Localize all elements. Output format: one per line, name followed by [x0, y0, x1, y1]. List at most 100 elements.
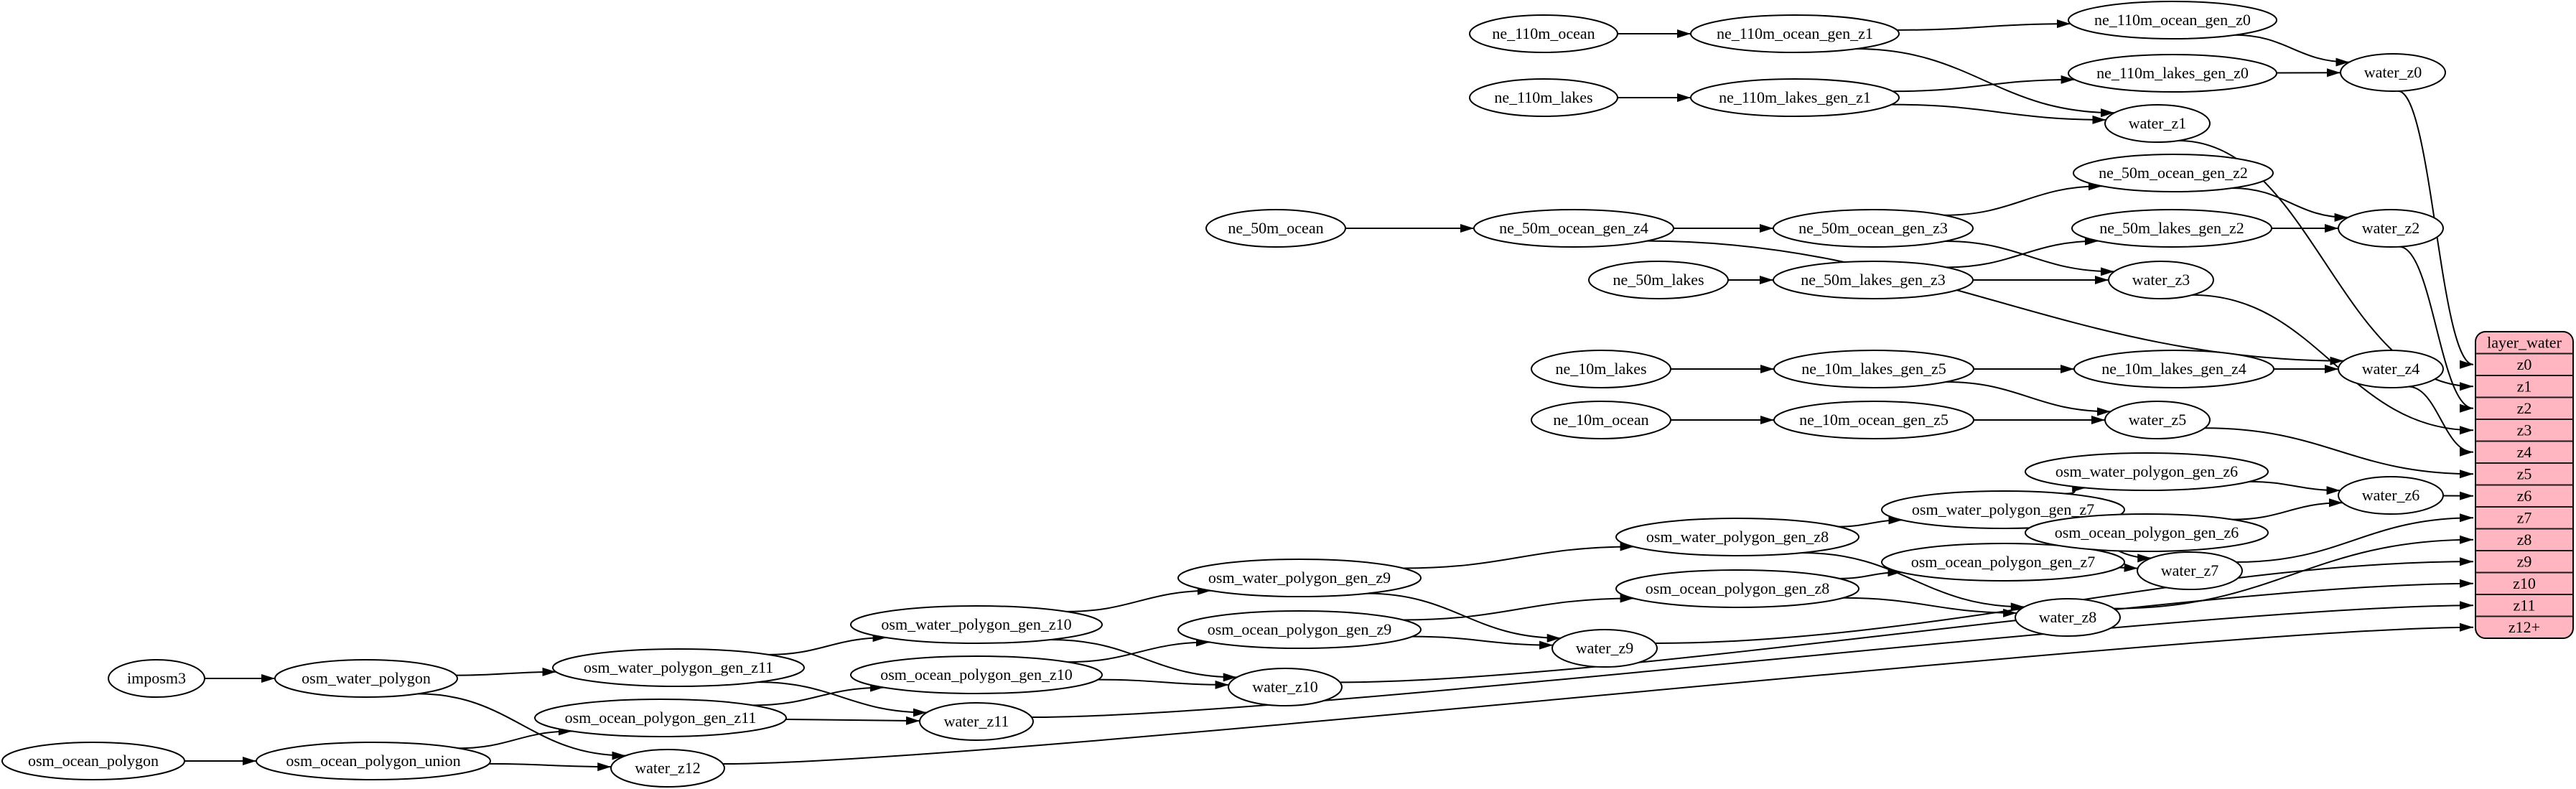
- layer-water-row-z10: z10: [2513, 574, 2536, 592]
- layer-water-table: layer_waterz0z1z2z3z4z5z6z7z8z9z10z11z12…: [2475, 331, 2574, 639]
- node-ne_10m_lakes_gen_z4: ne_10m_lakes_gen_z4: [2073, 350, 2274, 388]
- edge-osm_ocean_polygon_union-to-water_z12: [489, 762, 612, 772]
- node-label: ne_50m_ocean: [1228, 219, 1323, 237]
- edge-osm_water_polygon-to-water_z12: [417, 693, 626, 760]
- node-ellipse: [274, 659, 458, 698]
- edge-osm_ocean_polygon_gen_z9-to-water_z9: [1412, 635, 1554, 650]
- node-label: osm_ocean_polygon_gen_z7: [1911, 553, 2096, 571]
- edge-osm_water_polygon-to-osm_water_polygon_gen_z11: [456, 667, 556, 676]
- edge-osm_water_polygon_gen_z11-to-osm_water_polygon_gen_z10: [768, 633, 887, 655]
- node-label: water_z3: [2132, 271, 2190, 289]
- edge-osm_ocean_polygon_union-to-osm_ocean_polygon_gen_z11: [458, 727, 572, 750]
- node-ellipse: [2025, 513, 2269, 552]
- edge-ne_50m_ocean_gen_z3-to-ne_50m_ocean_gen_z2: [1944, 182, 2102, 216]
- layer-water-row-z1: z1: [2517, 377, 2532, 395]
- edge-osm_ocean_polygon_gen_z10-to-osm_ocean_polygon_gen_z9: [1068, 638, 1210, 663]
- edge-ne_50m_lakes_gen_z3-to-ne_50m_lakes_gen_z2: [1946, 236, 2099, 269]
- edge-water_z5-to-layer_water-z5: [2204, 427, 2474, 479]
- node-osm_water_polygon: osm_water_polygon: [274, 659, 458, 698]
- node-ellipse: [534, 699, 787, 737]
- node-ellipse: [552, 648, 805, 687]
- node-ellipse: [1473, 209, 1674, 248]
- node-label: osm_ocean_polygon_gen_z9: [1208, 620, 1392, 638]
- node-water_z3: water_z3: [2108, 261, 2214, 299]
- node-ellipse: [2104, 401, 2211, 439]
- node-ne_50m_ocean_gen_z3: ne_50m_ocean_gen_z3: [1773, 209, 1974, 248]
- layer-water-row-z6: z6: [2517, 487, 2532, 505]
- node-label: water_z8: [2039, 608, 2097, 626]
- edge-water_z11-to-layer_water-z11: [1031, 601, 2474, 719]
- layer-water-row-z0: z0: [2517, 355, 2532, 373]
- node-ellipse: [1690, 78, 1900, 117]
- node-label: water_z9: [1576, 639, 1634, 657]
- node-osm_water_polygon_gen_z11: osm_water_polygon_gen_z11: [552, 648, 805, 687]
- node-label: osm_water_polygon_gen_z7: [1912, 500, 2094, 518]
- node-ellipse: [1205, 209, 1346, 248]
- edge-osm_ocean_polygon_gen_z7-to-water_z7: [2119, 563, 2138, 572]
- node-label: water_z11: [944, 712, 1009, 730]
- node-label: osm_ocean_polygon_union: [286, 752, 460, 770]
- node-water_z9: water_z9: [1551, 629, 1658, 668]
- edge-osm_ocean_polygon_gen_z11-to-osm_ocean_polygon_gen_z10: [752, 683, 885, 706]
- node-label: ne_50m_lakes_gen_z2: [2099, 219, 2244, 237]
- node-water_z6: water_z6: [2338, 476, 2444, 515]
- node-ellipse: [1773, 261, 1974, 299]
- node-ne_10m_lakes: ne_10m_lakes: [1531, 350, 1671, 388]
- edge-osm_ocean_polygon_gen_z11-to-water_z11: [785, 716, 920, 725]
- edge-ne_110m_ocean_gen_z1-to-ne_110m_ocean_gen_z0: [1897, 19, 2071, 31]
- layer-water-row-z5: z5: [2517, 464, 2532, 482]
- node-label: ne_110m_lakes_gen_z1: [1719, 88, 1871, 106]
- edge-osm_ocean_polygon_gen_z6-to-water_z6: [2232, 498, 2343, 520]
- node-osm_ocean_polygon_gen_z8: osm_ocean_polygon_gen_z8: [1615, 569, 1859, 608]
- edge-osm_ocean_polygon_gen_z9-to-osm_ocean_polygon_gen_z8: [1403, 594, 1634, 621]
- node-label: water_z6: [2362, 486, 2420, 504]
- node-ellipse: [1177, 559, 1422, 597]
- layer-water-row-z8: z8: [2517, 531, 2532, 548]
- node-ne_50m_lakes_gen_z2: ne_50m_lakes_gen_z2: [2071, 209, 2272, 248]
- node-ne_50m_lakes_gen_z3: ne_50m_lakes_gen_z3: [1773, 261, 1974, 299]
- node-ellipse: [1469, 78, 1618, 117]
- node-ne_110m_ocean_gen_z0: ne_110m_ocean_gen_z0: [2068, 1, 2277, 39]
- node-water_z8: water_z8: [2015, 598, 2121, 637]
- edge-ne_110m_lakes_gen_z1-to-water_z1: [1891, 103, 2106, 124]
- node-ellipse: [1773, 209, 1974, 248]
- node-ne_110m_ocean_gen_z1: ne_110m_ocean_gen_z1: [1690, 14, 1900, 53]
- node-ellipse: [256, 742, 491, 780]
- node-ellipse: [850, 655, 1103, 694]
- node-water_z7: water_z7: [2137, 551, 2243, 590]
- node-water_z1: water_z1: [2104, 104, 2211, 143]
- node-label: osm_water_polygon: [302, 669, 431, 687]
- node-ellipse: [2073, 350, 2274, 388]
- node-ellipse: [610, 749, 725, 788]
- edge-ne_50m_ocean_gen_z4-to-water_z4: [1647, 240, 2344, 365]
- node-water_z0: water_z0: [2340, 53, 2446, 92]
- layer-water-row-z11: z11: [2514, 596, 2536, 614]
- node-ellipse: [1531, 401, 1671, 439]
- node-ellipse: [2068, 54, 2277, 93]
- node-label: water_z2: [2362, 219, 2420, 237]
- layer-water-row-z4: z4: [2517, 443, 2532, 461]
- node-ellipse: [2338, 350, 2444, 388]
- node-label: ne_50m_ocean_gen_z3: [1798, 219, 1948, 237]
- node-ellipse: [850, 605, 1103, 644]
- node-osm_ocean_polygon_gen_z9: osm_ocean_polygon_gen_z9: [1177, 610, 1422, 649]
- node-ellipse: [1615, 518, 1859, 556]
- layer-water-row-z3: z3: [2517, 421, 2532, 439]
- node-label: ne_50m_lakes_gen_z3: [1801, 271, 1946, 289]
- edges: [185, 19, 2474, 772]
- edge-osm_water_polygon_gen_z9-to-osm_water_polygon_gen_z8: [1403, 542, 1634, 569]
- node-ne_10m_lakes_gen_z5: ne_10m_lakes_gen_z5: [1773, 350, 1974, 388]
- edge-osm_water_polygon_gen_z10-to-water_z10: [1050, 638, 1237, 682]
- edge-osm_ocean_polygon_gen_z8-to-osm_ocean_polygon_gen_z7: [1839, 568, 1902, 579]
- node-label: water_z7: [2161, 561, 2219, 579]
- node-water_z4: water_z4: [2338, 350, 2444, 388]
- node-osm_ocean_polygon: osm_ocean_polygon: [1, 742, 185, 780]
- edge-ne_110m_lakes_gen_z1-to-ne_110m_lakes_gen_z0: [1893, 75, 2075, 93]
- node-osm_ocean_polygon_gen_z6: osm_ocean_polygon_gen_z6: [2025, 513, 2269, 552]
- node-ellipse: [2068, 1, 2277, 39]
- node-ne_50m_ocean_gen_z2: ne_50m_ocean_gen_z2: [2073, 154, 2274, 192]
- node-ellipse: [2338, 476, 2444, 515]
- node-water_z12: water_z12: [610, 749, 725, 788]
